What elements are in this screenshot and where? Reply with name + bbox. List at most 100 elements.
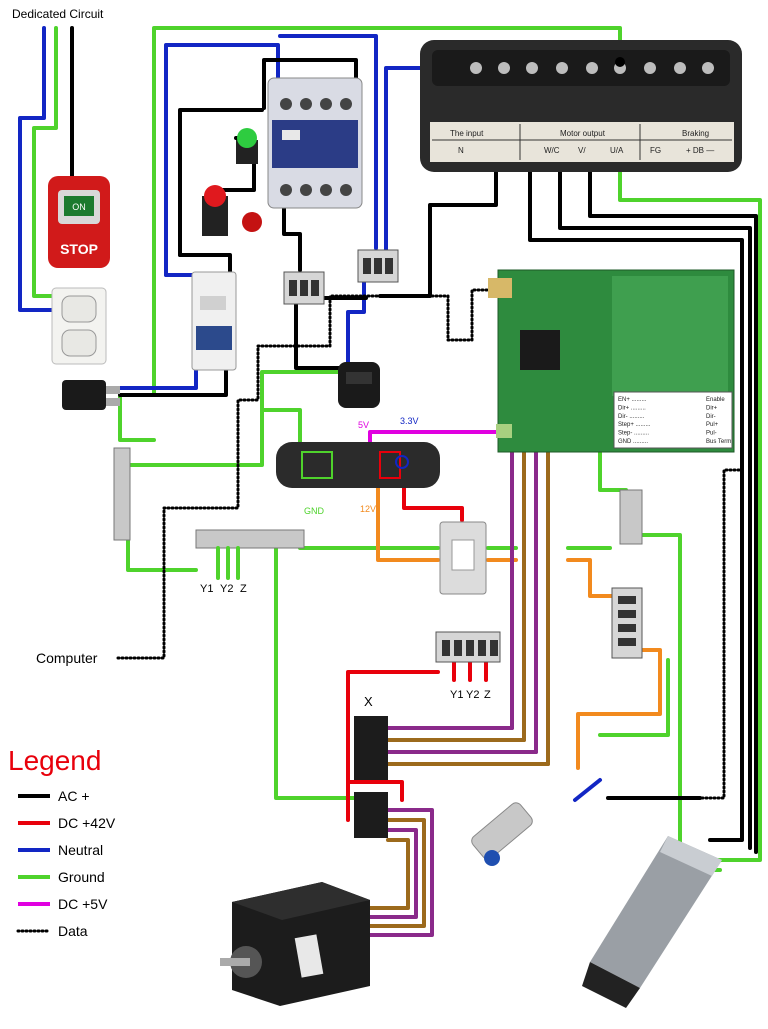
on-button-label: ON bbox=[72, 202, 86, 212]
board-pin-function: Pul+ bbox=[706, 422, 719, 428]
board-pin-name: Step+ ......... bbox=[618, 422, 651, 428]
wire-neutral-term bbox=[346, 266, 366, 364]
vfd-input-label: The input bbox=[450, 129, 484, 138]
wire-orange-sensor2 bbox=[576, 648, 662, 770]
vfd-n-label: N bbox=[458, 146, 464, 155]
label-y2-left: Y2 bbox=[220, 583, 233, 595]
terminal-block-ac-right bbox=[357, 249, 399, 283]
wire-motor-4 bbox=[368, 838, 410, 910]
wire-ac-vfd-w bbox=[528, 68, 744, 842]
dedicated-circuit-label: Dedicated Circuit bbox=[12, 7, 104, 21]
wire-ground-bus-top bbox=[126, 370, 347, 467]
board-pin-name: EN+ ......... bbox=[618, 397, 647, 403]
vfd-label-plate bbox=[430, 122, 734, 162]
wire-motor-1 bbox=[368, 808, 434, 937]
wire-neutral-top bbox=[164, 43, 280, 277]
legend-label: Neutral bbox=[58, 842, 103, 858]
wire-ground-right-bus bbox=[598, 446, 628, 492]
board-pin-function: Dir+ bbox=[706, 405, 718, 411]
wire-dedicated-ground bbox=[32, 26, 58, 298]
vfd-screws bbox=[470, 62, 714, 74]
label-y2-right: Y2 bbox=[466, 689, 479, 701]
terminal-block-axes bbox=[435, 631, 501, 663]
board-pin-name: Dir- ......... bbox=[618, 414, 645, 420]
v12-label: 12V bbox=[360, 504, 376, 514]
wall-outlet bbox=[51, 287, 107, 365]
label-z-left: Z bbox=[240, 583, 247, 595]
emergency-stop-button[interactable] bbox=[242, 212, 262, 232]
start-button-cap[interactable] bbox=[237, 128, 257, 148]
vfd-u-label: U/A bbox=[610, 146, 624, 155]
wire-ground-loop bbox=[152, 26, 762, 862]
on-button[interactable] bbox=[64, 196, 94, 216]
wire-dc42-driver bbox=[346, 780, 404, 802]
data-computer bbox=[116, 288, 510, 660]
vfd-ground-node bbox=[615, 57, 625, 67]
wire-ac-term2 bbox=[294, 303, 350, 370]
wire-motor-3 bbox=[368, 828, 418, 919]
legend-label: DC +42V bbox=[58, 815, 116, 831]
ground-bus-bottom bbox=[195, 529, 305, 549]
terminal-block-sensor bbox=[611, 587, 643, 659]
board-pin-table bbox=[613, 391, 733, 449]
vfd-db-label: + DB — bbox=[686, 146, 714, 155]
wire-ground-plug bbox=[118, 393, 156, 442]
safety-switch[interactable]: ON STOP bbox=[48, 176, 110, 268]
gnd-pin-box bbox=[301, 451, 333, 479]
stop-label: STOP bbox=[60, 241, 98, 257]
wire-neutral-sensor bbox=[573, 778, 602, 802]
legend-label: Ground bbox=[58, 869, 105, 885]
stepper-motor bbox=[220, 882, 370, 1006]
wire-ground-bus-left bbox=[126, 538, 198, 572]
wire-motor-2 bbox=[368, 818, 426, 928]
contactor-face bbox=[272, 120, 358, 168]
power-plug bbox=[62, 380, 120, 410]
dc-power-supply bbox=[439, 521, 487, 595]
stepper-driver bbox=[354, 716, 388, 838]
computer-label: Computer bbox=[36, 650, 98, 666]
vfd-motor-output-label: Motor output bbox=[560, 129, 606, 138]
stop-button-cap[interactable] bbox=[204, 185, 226, 207]
label-z-right: Z bbox=[484, 689, 491, 701]
wire-dc42-term bbox=[346, 670, 440, 822]
spindle-motor bbox=[582, 836, 722, 1008]
wire-dc42-psu bbox=[402, 486, 464, 522]
vfd-braking-label: Braking bbox=[682, 129, 709, 138]
legend-label: Data bbox=[58, 923, 88, 939]
ground-bus-left bbox=[113, 447, 131, 541]
v5-label: 5V bbox=[358, 420, 369, 430]
wire-ac-breaker bbox=[178, 253, 232, 280]
power-inlet bbox=[338, 362, 380, 408]
wire-dedicated-neutral bbox=[18, 26, 58, 312]
vfd-panel: The input Motor output Braking N W/C V/ … bbox=[420, 40, 742, 172]
wire-orange-sensor bbox=[566, 558, 614, 598]
ground-bus-right bbox=[619, 489, 643, 545]
wire-ac-contactor-bot bbox=[282, 198, 302, 272]
legend-label: DC +5V bbox=[58, 896, 108, 912]
board-pin-function: Enable bbox=[706, 397, 725, 403]
v33-label: 3.3V bbox=[400, 416, 419, 426]
breakout-connector bbox=[276, 442, 440, 488]
wire-ground-long bbox=[274, 543, 362, 800]
wire-ground-sensor2 bbox=[598, 658, 670, 737]
board-pin-function: Bus Term bbox=[706, 439, 731, 445]
board-pin-name: Dir+ ......... bbox=[618, 405, 646, 411]
wire-ground-right bbox=[638, 533, 722, 872]
wire-12v bbox=[376, 476, 440, 562]
label-y1-left: Y1 bbox=[200, 583, 213, 595]
wire-neutral-plug bbox=[118, 336, 198, 390]
terminal-block-ac-left bbox=[283, 271, 325, 305]
vfd-v-label: V/ bbox=[578, 146, 586, 155]
stop-button[interactable] bbox=[202, 185, 228, 236]
start-button[interactable] bbox=[236, 128, 258, 164]
circuit-breaker[interactable] bbox=[191, 271, 237, 371]
wire-neutral-contactor bbox=[278, 34, 378, 250]
wire-ground-y-stubs bbox=[216, 546, 240, 580]
wire-ac-contactor-left bbox=[178, 108, 264, 257]
gnd-label: GND bbox=[304, 506, 325, 516]
vfd-fg-label: FG bbox=[650, 146, 661, 155]
